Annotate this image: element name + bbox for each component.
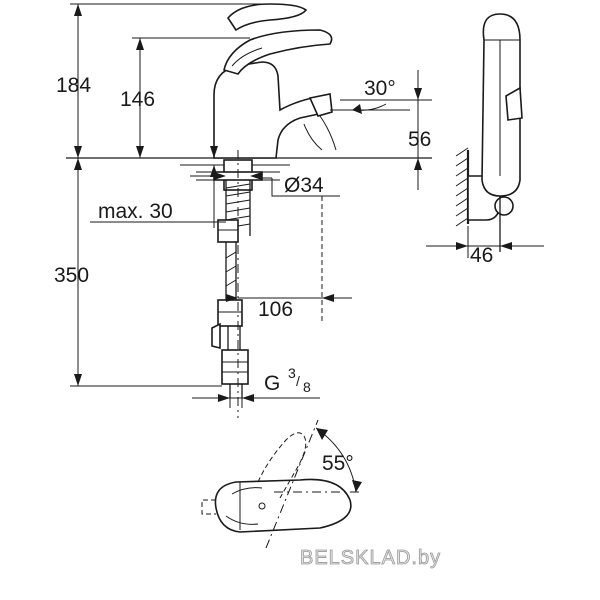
handshower-width-label: 46 bbox=[470, 244, 493, 267]
hose-length-label: 350 bbox=[54, 264, 89, 287]
dimension-labels: 184 146 30° 56 Ø34 max. 30 350 106 G 3 /… bbox=[54, 74, 493, 475]
spout-height-label: 146 bbox=[120, 88, 155, 111]
faucet-top-view bbox=[201, 419, 362, 549]
lever-offset-label: 56 bbox=[408, 128, 431, 151]
faucet-side-view bbox=[66, 3, 432, 418]
hole-diameter-label: Ø34 bbox=[284, 174, 324, 197]
thread-numerator: 3 bbox=[288, 365, 296, 381]
watermark: BELSKLAD.by bbox=[300, 547, 441, 569]
overall-height-label: 184 bbox=[56, 74, 91, 97]
thread-denominator: 8 bbox=[303, 379, 311, 395]
thread-label: G bbox=[264, 372, 280, 395]
projection-label: 106 bbox=[258, 298, 293, 321]
max-thickness-label: max. 30 bbox=[98, 200, 173, 223]
thread-slash: / bbox=[296, 373, 300, 389]
dimension-lines bbox=[70, 3, 432, 408]
handshower-holder bbox=[426, 13, 544, 258]
lever-rotation-label: 55° bbox=[322, 452, 354, 475]
spout-angle-label: 30° bbox=[364, 77, 396, 100]
